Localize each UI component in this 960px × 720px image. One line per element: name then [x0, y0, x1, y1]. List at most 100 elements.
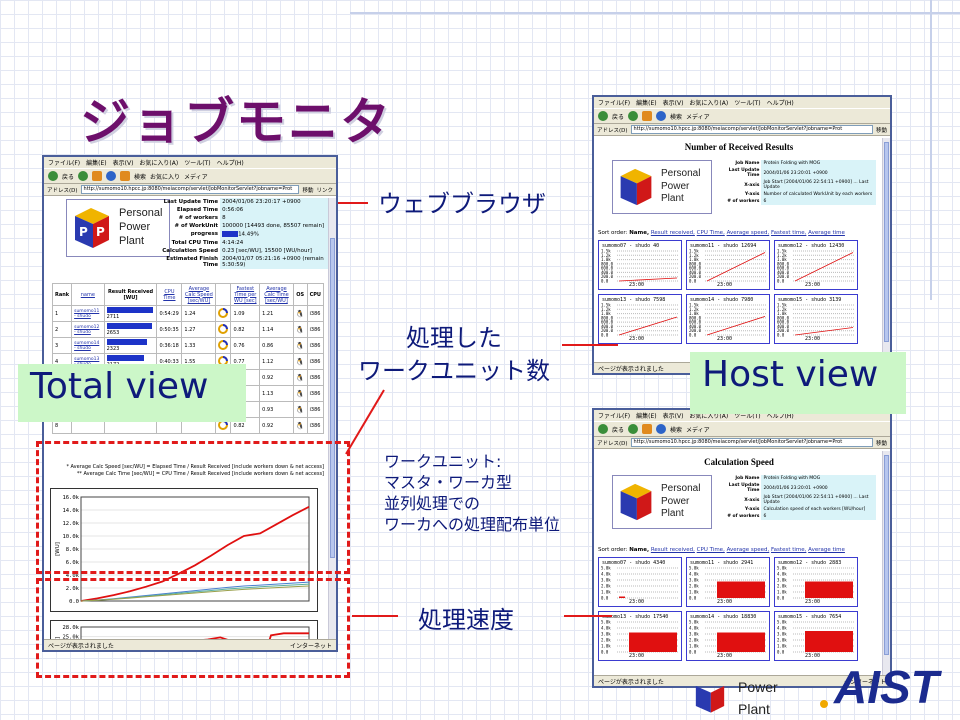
refresh-icon[interactable] — [656, 424, 667, 434]
col-cpu: CPU — [306, 283, 325, 306]
back-icon[interactable] — [598, 424, 608, 434]
back-label[interactable]: 戻る — [612, 113, 625, 121]
menu-favorites[interactable]: お気に入り(A) — [139, 160, 179, 167]
stop-icon[interactable] — [642, 424, 653, 434]
menu-favorites[interactable]: お気に入り(A) — [689, 413, 729, 420]
media-label[interactable]: メディア — [686, 426, 710, 434]
back-icon[interactable] — [48, 171, 58, 181]
col-fastest-time[interactable]: Fastest Time per WU [sec] — [230, 283, 261, 306]
menu-view[interactable]: 表示(V) — [662, 413, 684, 420]
scrollbar-thumb[interactable] — [884, 455, 889, 655]
home-icon[interactable] — [120, 171, 131, 181]
name-cell[interactable]: sumomo12 - shudo — [71, 321, 105, 338]
menu-help[interactable]: ヘルプ(H) — [766, 413, 794, 420]
sort-average[interactable]: Average time — [808, 547, 845, 553]
col-average-speed[interactable]: Average Calc Speed [sec/WU] — [181, 283, 217, 306]
vertical-scrollbar[interactable] — [882, 451, 890, 677]
favorites-label[interactable]: お気に入り — [150, 173, 181, 181]
media-label[interactable]: メディア — [686, 113, 710, 121]
name-cell[interactable]: sumomo14 - shudo — [71, 337, 105, 354]
sort-speed[interactable]: Average speed, — [726, 230, 770, 236]
menu-tools[interactable]: ツール(T) — [734, 100, 761, 107]
scrollbar-thumb[interactable] — [884, 142, 889, 342]
name-cell[interactable]: sumomo11 - shudo — [71, 305, 105, 322]
search-label[interactable]: 検索 — [134, 173, 147, 181]
menu-edit[interactable]: 編集(E) — [86, 160, 107, 167]
forward-icon[interactable] — [628, 111, 639, 121]
mini-y-tick: 200.0 — [777, 274, 790, 279]
sort-name[interactable]: Name, — [629, 547, 650, 553]
col-result-received[interactable]: Result Received [WU] — [103, 283, 158, 306]
menu-file[interactable]: ファイル(F) — [598, 413, 631, 420]
forward-icon[interactable] — [628, 424, 639, 434]
back-label[interactable]: 戻る — [612, 426, 625, 434]
sort-average[interactable]: Average time — [808, 230, 845, 236]
menu-view[interactable]: 表示(V) — [662, 100, 684, 107]
sort-speed[interactable]: Average speed, — [726, 547, 770, 553]
sort-name[interactable]: Name, — [629, 230, 650, 236]
avg-time-cell: 0.92 — [259, 417, 294, 434]
mini-x-label: 23:00 — [805, 282, 821, 288]
menu-favorites[interactable]: お気に入り(A) — [689, 100, 729, 107]
sort-cpu[interactable]: CPU Time, — [696, 230, 725, 236]
menu-help[interactable]: ヘルプ(H) — [216, 160, 244, 167]
go-button[interactable]: 移動 — [875, 440, 887, 447]
search-label[interactable]: 検索 — [670, 113, 683, 121]
stop-icon[interactable] — [92, 171, 103, 181]
scrollbar-thumb[interactable] — [330, 238, 335, 558]
go-button[interactable]: 移動 — [302, 187, 314, 194]
address-input[interactable]: http://sumomo10.hpcc.jp:8080/meiacomp/se… — [630, 125, 873, 134]
sort-fastest[interactable]: Fastest time, — [771, 547, 807, 553]
mini-y-tick: 5.0k — [689, 620, 699, 625]
media-label[interactable]: メディア — [184, 173, 208, 181]
col-name[interactable]: name — [71, 283, 105, 306]
menu-file[interactable]: ファイル(F) — [48, 160, 81, 167]
vertical-scrollbar[interactable] — [328, 198, 336, 642]
menu-edit[interactable]: 編集(E) — [636, 100, 657, 107]
sort-fastest[interactable]: Fastest time, — [771, 230, 807, 236]
stop-icon[interactable] — [642, 111, 653, 121]
info-value[interactable]: Protein Folding with MOG — [761, 475, 876, 482]
sort-cpu[interactable]: CPU Time, — [696, 547, 725, 553]
back-icon[interactable] — [598, 111, 608, 121]
sort-result[interactable]: Result received, — [650, 230, 695, 236]
search-label[interactable]: 検索 — [670, 426, 683, 434]
menu-view[interactable]: 表示(V) — [112, 160, 134, 167]
menu-tools[interactable]: ツール(T) — [184, 160, 211, 167]
menu-file[interactable]: ファイル(F) — [598, 100, 631, 107]
address-input[interactable]: http://sumomo10.hpcc.jp:8080/meiacomp/se… — [630, 438, 873, 447]
sort-result[interactable]: Result received, — [650, 547, 695, 553]
refresh-icon[interactable] — [106, 171, 117, 181]
info-value[interactable]: Protein Folding with MOG — [761, 160, 876, 167]
menu-help[interactable]: ヘルプ(H) — [766, 100, 794, 107]
refresh-icon[interactable] — [656, 111, 667, 121]
cpu-cell: i386 — [306, 401, 325, 418]
y-axis-label: [WU] — [55, 542, 61, 556]
result-value: 2323 — [106, 345, 120, 352]
menu-tools[interactable]: ツール(T) — [734, 413, 761, 420]
mini-y-tick: 4.0k — [777, 626, 787, 631]
col-cpu-time[interactable]: CPU Time — [156, 283, 183, 306]
forward-icon[interactable] — [78, 171, 89, 181]
back-label[interactable]: 戻る — [62, 173, 75, 181]
go-button[interactable]: 移動 — [875, 127, 887, 134]
address-input[interactable]: http://sumomo10.hpcc.jp:8080/meiacomp/se… — [80, 185, 300, 194]
footer-line2: Plant — [738, 701, 770, 717]
menu-edit[interactable]: 編集(E) — [636, 413, 657, 420]
vertical-scrollbar[interactable] — [882, 138, 890, 364]
col-average-time[interactable]: Average Calc Time [sec/WU] — [259, 283, 294, 306]
links-label[interactable]: リンク — [316, 187, 333, 194]
